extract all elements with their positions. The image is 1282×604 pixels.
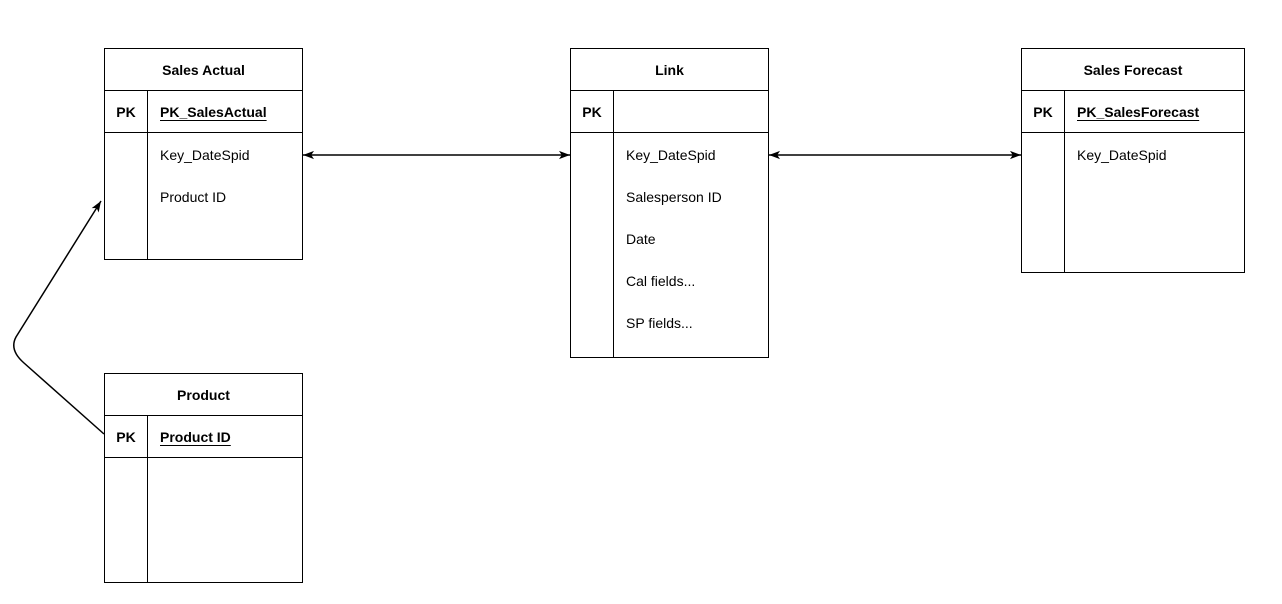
pk-field: Product ID — [148, 416, 302, 458]
table-title: Sales Actual — [105, 49, 302, 91]
table-title: Product — [105, 374, 302, 416]
pk-field: PK_SalesForecast — [1065, 91, 1244, 133]
entity-table-sales-actual[interactable]: Sales Actual PK PK_SalesActual Key_DateS… — [104, 48, 303, 260]
pk-label: PK — [105, 91, 148, 133]
pk-field: PK_SalesActual — [148, 91, 302, 133]
pk-label: PK — [1022, 91, 1065, 133]
table-title: Sales Forecast — [1022, 49, 1244, 91]
field-row: Salesperson ID — [626, 189, 722, 205]
field-list — [148, 458, 302, 582]
pk-column-spacer — [571, 133, 614, 357]
pk-label: PK — [105, 416, 148, 458]
pk-column-spacer — [1022, 133, 1065, 272]
field-list: Key_DateSpid Product ID — [148, 133, 302, 259]
field-row: Product ID — [160, 189, 227, 205]
entity-table-product[interactable]: Product PK Product ID — [104, 373, 303, 583]
field-row: Cal fields... — [626, 273, 696, 289]
field-row: Date — [626, 231, 656, 247]
connector-product-salesactual[interactable] — [13, 200, 105, 435]
entity-table-link[interactable]: Link PK Key_DateSpid Salesperson ID Date… — [570, 48, 769, 358]
table-title: Link — [571, 49, 768, 91]
entity-table-sales-forecast[interactable]: Sales Forecast PK PK_SalesForecast Key_D… — [1021, 48, 1245, 273]
field-list: Key_DateSpid Salesperson ID Date Cal fie… — [614, 133, 768, 357]
field-row: Key_DateSpid — [1077, 147, 1167, 163]
field-row: Key_DateSpid — [626, 147, 716, 163]
pk-field — [614, 91, 768, 133]
pk-label: PK — [571, 91, 614, 133]
field-row: SP fields... — [626, 315, 693, 331]
field-row: Key_DateSpid — [160, 147, 250, 163]
pk-column-spacer — [105, 458, 148, 582]
field-list: Key_DateSpid — [1065, 133, 1244, 272]
pk-column-spacer — [105, 133, 148, 259]
